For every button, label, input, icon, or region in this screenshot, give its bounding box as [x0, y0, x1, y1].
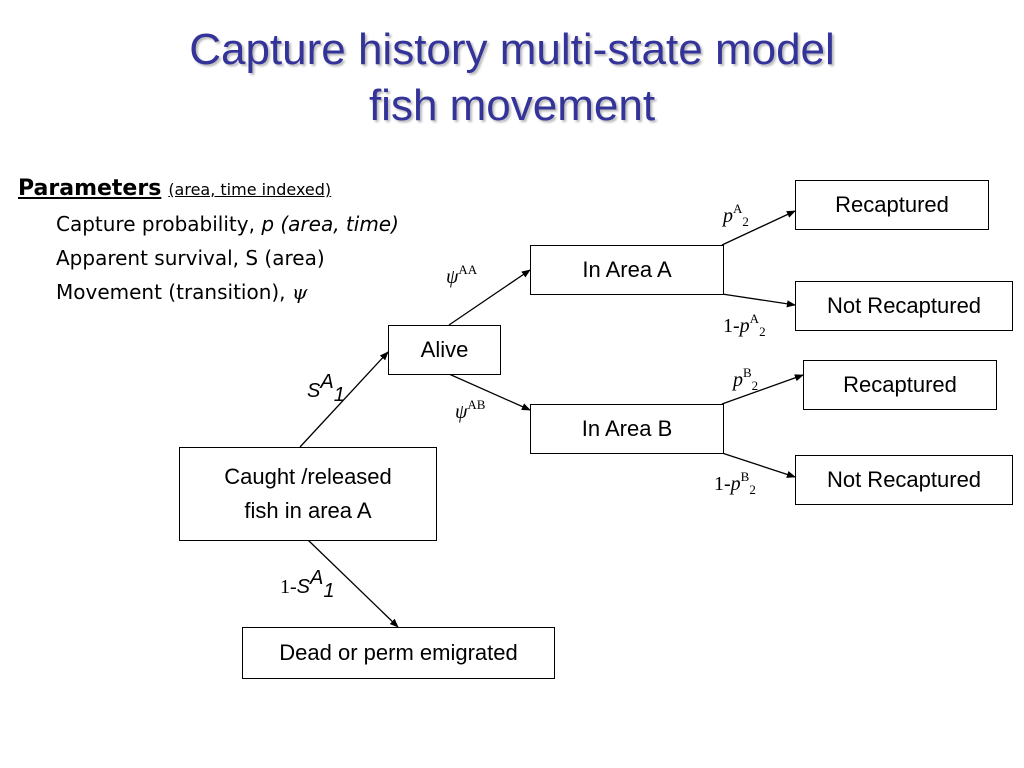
alive-node: Alive: [388, 325, 501, 375]
one-minus-p-b2-label: 1-pB2: [714, 469, 756, 497]
arrow-area-b-recaptured: [721, 374, 804, 405]
capture-label: Capture probability,: [56, 212, 262, 236]
capture-symbol: p (area, time): [261, 212, 399, 236]
parameters-note: (area, time indexed): [168, 180, 332, 199]
param-movement: Movement (transition), ψ: [18, 275, 399, 309]
p-b2-label: pB2: [733, 365, 759, 393]
recaptured-b-node: Recaptured: [803, 360, 997, 410]
not-recaptured-a-node: Not Recaptured: [795, 281, 1013, 331]
mortality-label: 1-SA1: [280, 567, 335, 602]
survival-label: SA1: [307, 371, 345, 406]
psi-aa-label: ψAA: [446, 262, 478, 288]
area-a-node: In Area A: [530, 245, 724, 295]
arrow-area-a-not-recaptured: [721, 293, 796, 308]
arrow-caught-dead: [307, 539, 399, 628]
psi-ab-label: ψAB: [455, 397, 486, 423]
param-capture: Capture probability, p (area, time): [18, 207, 399, 241]
arrow-caught-alive: [299, 351, 389, 448]
caught-line-1: Caught /released: [224, 464, 392, 489]
caught-line-2: fish in area A: [244, 498, 372, 523]
one-minus-p-a2-label: 1-pA2: [723, 311, 766, 339]
not-recaptured-b-node: Not Recaptured: [795, 455, 1013, 505]
slide-title: Capture history multi-state model fish m…: [0, 22, 1024, 134]
parameters-title: Parameters: [18, 176, 162, 201]
p-a2-label: pA2: [723, 201, 749, 229]
arrow-alive-area-b: [448, 373, 531, 411]
movement-symbol: ψ: [291, 280, 308, 304]
dead-node: Dead or perm emigrated: [242, 627, 555, 679]
caught-released-node: Caught /released fish in area A: [179, 447, 437, 541]
arrow-area-b-not-recaptured: [721, 452, 796, 478]
recaptured-a-node: Recaptured: [795, 180, 989, 230]
movement-label: Movement (transition),: [56, 280, 292, 304]
title-line-2: fish movement: [368, 81, 656, 130]
arrow-alive-area-a: [448, 269, 531, 326]
title-line-1: Capture history multi-state model: [189, 25, 835, 74]
area-b-node: In Area B: [530, 404, 724, 454]
arrow-area-a-recaptured: [721, 210, 796, 246]
parameters-block: Parameters (area, time indexed) Capture …: [18, 172, 399, 309]
param-survival: Apparent survival, S (area): [56, 246, 325, 270]
parameters-heading: Parameters (area, time indexed): [18, 172, 399, 207]
